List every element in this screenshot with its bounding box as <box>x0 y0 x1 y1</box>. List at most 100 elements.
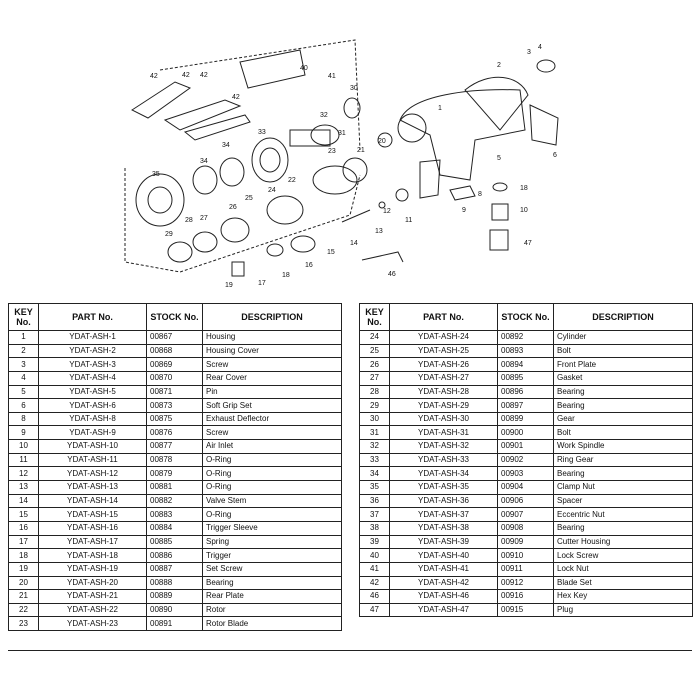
description-cell: Trigger <box>202 548 342 563</box>
part-no-cell: YDAT-ASH-42 <box>389 575 498 591</box>
stock-no-cell: 00894 <box>497 357 554 372</box>
key-no-cell: 36 <box>359 493 390 509</box>
svg-text:5: 5 <box>497 155 501 162</box>
part-no-cell: YDAT-ASH-36 <box>389 493 498 509</box>
key-no-cell: 6 <box>8 398 39 413</box>
key-no-cell: 3 <box>8 357 39 372</box>
svg-text:18: 18 <box>520 185 528 192</box>
key-no-cell: 42 <box>359 575 390 591</box>
description-cell: Housing Cover <box>202 343 342 359</box>
part-no-cell: YDAT-ASH-8 <box>38 411 147 427</box>
description-cell: O-Ring <box>202 480 342 495</box>
part-no-cell: YDAT-ASH-18 <box>38 548 147 563</box>
header-stock-no: STOCK No. <box>146 303 203 331</box>
part-no-cell: YDAT-ASH-26 <box>389 357 498 372</box>
part-no-cell: YDAT-ASH-17 <box>38 534 147 550</box>
stock-no-cell: 00912 <box>497 575 554 591</box>
stock-no-cell: 00867 <box>146 330 203 345</box>
header-key-no: KEY No. <box>8 303 39 331</box>
stock-no-cell: 00897 <box>497 398 554 413</box>
key-no-cell: 32 <box>359 439 390 454</box>
stock-no-cell: 00878 <box>146 452 203 468</box>
part-no-cell: YDAT-ASH-1 <box>38 330 147 345</box>
part-no-cell: YDAT-ASH-41 <box>389 561 498 577</box>
key-no-cell: 15 <box>8 507 39 522</box>
part-no-cell: YDAT-ASH-2 <box>38 343 147 359</box>
part-no-cell: YDAT-ASH-29 <box>389 398 498 413</box>
stock-no-cell: 00885 <box>146 534 203 550</box>
svg-text:26: 26 <box>229 204 237 211</box>
header-stock-no: STOCK No. <box>497 303 554 331</box>
key-no-cell: 30 <box>359 411 390 427</box>
description-cell: Blade Set <box>553 575 693 591</box>
svg-text:22: 22 <box>288 177 296 184</box>
stock-no-cell: 00909 <box>497 534 554 550</box>
description-cell: Bearing <box>553 398 693 413</box>
stock-no-cell: 00877 <box>146 439 203 454</box>
description-cell: Eccentric Nut <box>553 507 693 522</box>
svg-text:29: 29 <box>165 231 173 238</box>
svg-text:42: 42 <box>182 72 190 79</box>
svg-text:18: 18 <box>282 272 290 279</box>
svg-text:19: 19 <box>225 282 233 289</box>
stock-no-cell: 00892 <box>497 330 554 345</box>
svg-text:41: 41 <box>328 73 336 80</box>
svg-text:4: 4 <box>538 44 542 51</box>
part-no-cell: YDAT-ASH-31 <box>389 425 498 441</box>
description-cell: Air Inlet <box>202 439 342 454</box>
key-no-cell: 9 <box>8 425 39 441</box>
description-cell: Gasket <box>553 370 693 386</box>
description-cell: Pin <box>202 384 342 400</box>
part-no-cell: YDAT-ASH-27 <box>389 370 498 386</box>
key-no-cell: 22 <box>8 602 39 618</box>
part-no-cell: YDAT-ASH-24 <box>389 330 498 345</box>
svg-text:27: 27 <box>200 215 208 222</box>
stock-no-cell: 00888 <box>146 575 203 591</box>
stock-no-cell: 00896 <box>497 384 554 400</box>
part-no-cell: YDAT-ASH-9 <box>38 425 147 441</box>
part-no-cell: YDAT-ASH-34 <box>389 466 498 482</box>
svg-text:35: 35 <box>152 171 160 178</box>
description-cell: Front Plate <box>553 357 693 372</box>
key-no-cell: 35 <box>359 480 390 495</box>
stock-no-cell: 00895 <box>497 370 554 386</box>
description-cell: Trigger Sleeve <box>202 520 342 536</box>
svg-text:14: 14 <box>350 240 358 247</box>
key-no-cell: 14 <box>8 493 39 509</box>
stock-no-cell: 00899 <box>497 411 554 427</box>
svg-text:42: 42 <box>232 94 240 101</box>
stock-no-cell: 00869 <box>146 357 203 372</box>
svg-text:23: 23 <box>328 148 336 155</box>
description-cell: Bearing <box>553 520 693 536</box>
svg-text:12: 12 <box>383 208 391 215</box>
svg-text:31: 31 <box>338 130 346 137</box>
header-part-no: PART No. <box>389 303 498 331</box>
part-no-cell: YDAT-ASH-32 <box>389 439 498 454</box>
part-no-cell: YDAT-ASH-37 <box>389 507 498 522</box>
description-cell: Clamp Nut <box>553 480 693 495</box>
part-no-cell: YDAT-ASH-33 <box>389 452 498 468</box>
description-cell: Housing <box>202 330 342 345</box>
description-cell: Spring <box>202 534 342 550</box>
stock-no-cell: 00893 <box>497 343 554 359</box>
svg-text:6: 6 <box>553 152 557 159</box>
stock-no-cell: 00870 <box>146 370 203 386</box>
key-no-cell: 17 <box>8 534 39 550</box>
description-cell: Lock Screw <box>553 548 693 563</box>
key-no-cell: 29 <box>359 398 390 413</box>
